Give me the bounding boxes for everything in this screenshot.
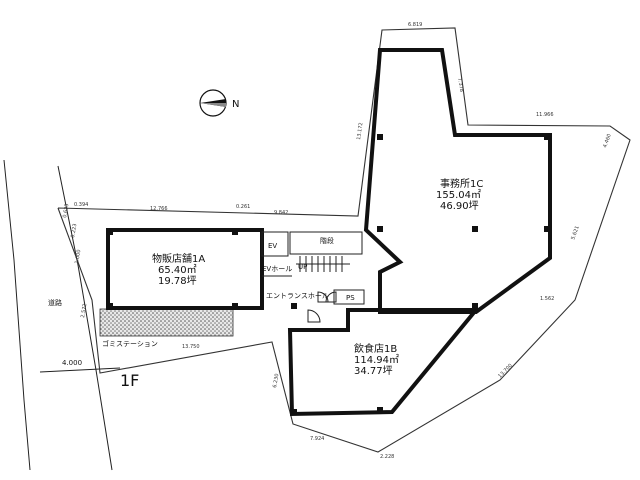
dim-right-top: 7.378 [456,77,464,92]
road-label: 道路 [48,298,62,307]
unit-1b-area-m2: 114.94㎡ [354,354,399,366]
dim-left-b: 6.230 [272,373,280,388]
dim-right-diag: 5.621 [570,225,581,241]
dim-left-b2: 0.394 [74,202,88,208]
unit-1a-area-m2: 65.40㎡ [158,264,197,276]
ev-hall-label: EVホール [262,265,292,273]
unit-1a-walls [106,228,264,310]
dim-bottom-right: 2.228 [380,454,394,460]
floor-label: 1F [120,371,139,390]
dim-diag-c: 13.172 [356,122,364,140]
dim-mid-a: 0.261 [236,204,250,210]
dim-bottom-mid: 13.750 [182,344,200,350]
road-edge-right [57,165,113,471]
dim-left-f: 2.572 [80,303,88,318]
dim-left-d: 0.223 [70,223,78,238]
unit-1c-area-tsubo: 46.90坪 [440,199,479,212]
dim-bottom-left: 7.924 [310,436,324,442]
site-boundary [57,27,631,453]
entrance-label: エントランスホール [266,292,329,300]
dim-right-low: 1.562 [540,296,554,302]
ps-label: PS [346,294,355,302]
dim-right-mid: 11.966 [536,112,554,118]
compass: N [199,89,239,117]
door-swing-1 [317,291,329,303]
stairs-label: 階段 [320,236,334,245]
door-swing-3 [307,309,321,323]
stairs-treads [296,256,350,272]
compass-label: N [232,99,239,110]
elevator-box [261,231,289,257]
ev-label: EV [268,242,277,250]
dim-left-e: 1.000 [74,249,82,264]
dim-mid-b: 9.842 [274,210,288,216]
garbage-station-label: ゴミステーション [102,339,158,348]
unit-1b-area-tsubo: 34.77坪 [354,364,393,377]
dim-right-long: 13.700 [497,363,514,380]
unit-1a-area-tsubo: 19.78坪 [158,274,197,287]
dim-left-a: 12.766 [150,206,168,212]
dim-right-far: 4.460 [602,133,613,149]
unit-1c-area-m2: 155.04㎡ [436,189,481,201]
road-width-label: 4.000 [62,359,82,367]
stairs-box [289,231,363,255]
dim-top: 6.819 [408,22,422,28]
dim-left-c: 0.623 [62,203,70,218]
ps-box [333,289,365,305]
road-edge-left [3,159,31,471]
columns [107,134,550,415]
door-swing-2 [325,291,337,303]
up-label: UP [298,263,307,271]
unit-1b-name: 飲食店1B [354,342,397,355]
garbage-station-area [99,308,234,337]
road-width-line [39,367,121,373]
unit-1a-name: 物販店舗1A [152,252,205,265]
unit-1c-name: 事務所1C [440,177,483,190]
